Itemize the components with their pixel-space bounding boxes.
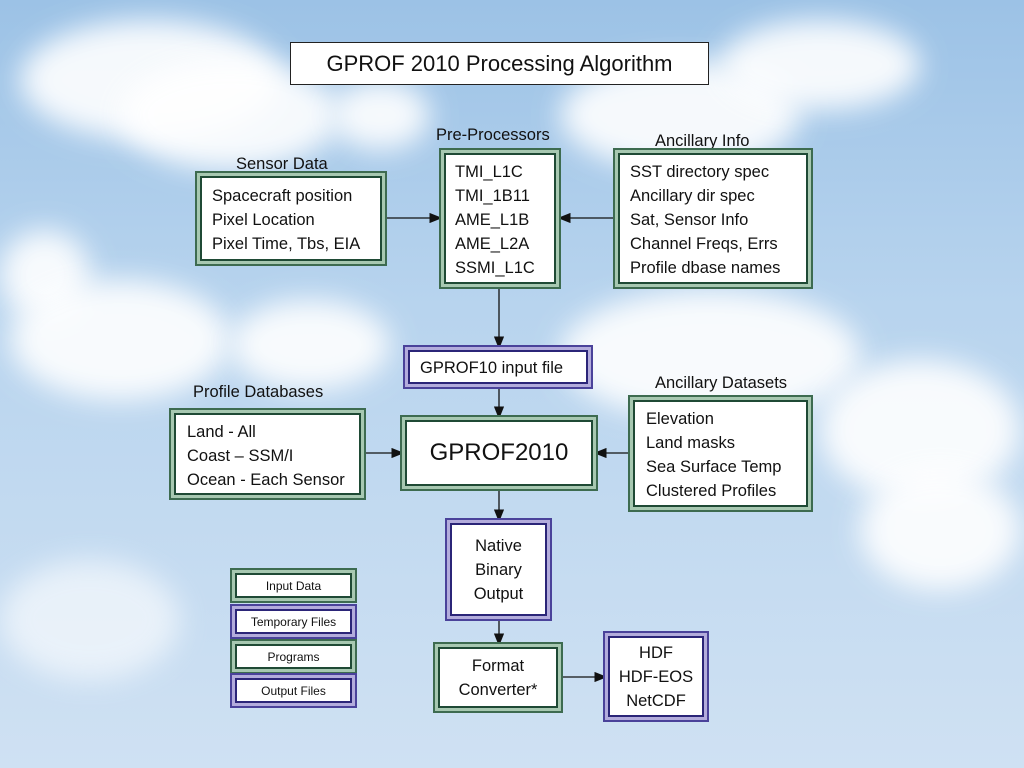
profile-databases-box: Land - All Coast – SSM/I Ocean - Each Se…	[174, 413, 361, 495]
ancillary-info-label: Ancillary Info	[655, 132, 750, 150]
format-converter-line: Converter*	[458, 680, 538, 699]
legend-input-data: Input Data	[235, 573, 352, 598]
gprof-program-box: GPROF2010	[405, 420, 593, 486]
ancillary-info-line: Sat, Sensor Info	[630, 211, 749, 229]
native-output-line: Output	[473, 584, 524, 603]
native-binary-output-box: Native Binary Output	[450, 523, 547, 616]
profile-database-line: Land - All	[187, 423, 256, 441]
ancillary-dataset-line: Elevation	[646, 410, 714, 428]
output-format-line: HDF	[639, 643, 673, 662]
format-converter-box: Format Converter*	[438, 647, 558, 708]
profile-databases-label: Profile Databases	[193, 383, 324, 401]
legend-programs: Programs	[235, 644, 352, 669]
profile-database-line: Ocean - Each Sensor	[187, 471, 345, 489]
output-format-line: NetCDF	[626, 691, 686, 710]
pre-processor-item: TMI_1B11	[455, 187, 530, 205]
input-file-box: GPROF10 input file	[408, 350, 588, 384]
ancillary-info-line: Profile dbase names	[630, 259, 781, 277]
sensor-data-line: Pixel Location	[212, 211, 315, 229]
ancillary-dataset-line: Sea Surface Temp	[646, 458, 782, 476]
pre-processor-item: SSMI_L1C	[455, 259, 535, 277]
pre-processors-label: Pre-Processors	[436, 126, 550, 144]
ancillary-info-box: SST directory spec Ancillary dir spec Sa…	[618, 153, 808, 284]
ancillary-info-line: Ancillary dir spec	[630, 187, 755, 205]
sensor-data-line: Pixel Time, Tbs, EIA	[212, 235, 361, 253]
ancillary-dataset-line: Land masks	[646, 434, 735, 452]
pre-processor-item: AME_L2A	[455, 235, 530, 253]
diagram-title: GPROF 2010 Processing Algorithm	[290, 42, 709, 85]
ancillary-dataset-line: Clustered Profiles	[646, 482, 777, 500]
format-converter-line: Format	[471, 656, 525, 675]
native-output-line: Native	[475, 536, 522, 555]
pre-processor-item: TMI_L1C	[455, 163, 523, 181]
sensor-data-box: Spacecraft position Pixel Location Pixel…	[200, 176, 382, 261]
output-formats-box: HDF HDF-EOS NetCDF	[608, 636, 704, 717]
pre-processor-item: AME_L1B	[455, 211, 530, 229]
ancillary-datasets-box: Elevation Land masks Sea Surface Temp Cl…	[633, 400, 808, 507]
legend-temporary-files: Temporary Files	[235, 609, 352, 634]
ancillary-info-line: SST directory spec	[630, 163, 770, 181]
legend-output-files: Output Files	[235, 678, 352, 703]
ancillary-info-line: Channel Freqs, Errs	[630, 235, 778, 253]
ancillary-datasets-label: Ancillary Datasets	[655, 374, 788, 392]
output-format-line: HDF-EOS	[618, 667, 694, 686]
profile-database-line: Coast – SSM/I	[187, 447, 294, 465]
native-output-line: Binary	[475, 560, 522, 579]
sensor-data-label: Sensor Data	[236, 155, 328, 173]
sensor-data-line: Spacecraft position	[212, 187, 353, 205]
pre-processors-box: TMI_L1C TMI_1B11 AME_L1B AME_L2A SSMI_L1…	[444, 153, 556, 284]
